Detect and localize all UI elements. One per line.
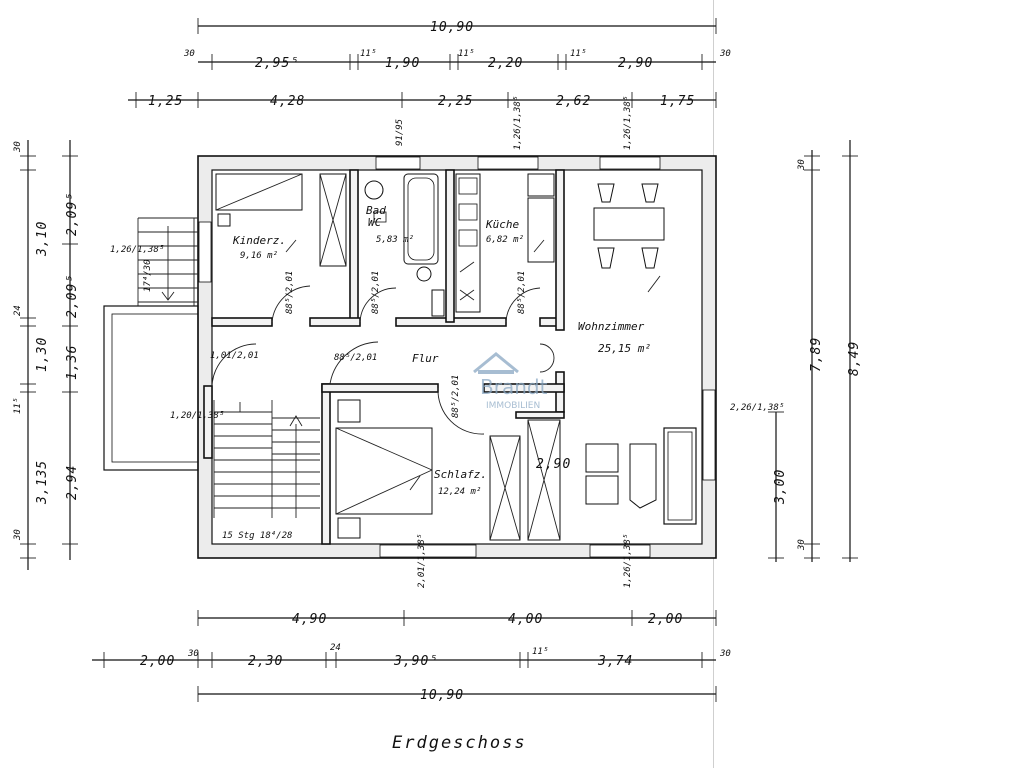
dim-top-30-left: 30 [183,49,195,59]
dim-top-115-b: 11⁵ [458,49,474,59]
dim-bottom-3905: 3,90⁵ [393,654,438,669]
dim-top-30-right: 30 [719,49,731,59]
room-kinderz: Kinderz. 9,16 m² [215,173,347,267]
room-area-bad: 5,83 m² [376,235,414,245]
room-label-wohnzimmer: Wohnzimmer [578,320,645,333]
window-label-left-upper: 1,26/1,38⁵ [110,245,164,255]
dim-top-225: 2,25 [438,94,473,109]
window-label-bottom-left: 2,01/1,38⁵ [417,534,427,588]
dim-left-30-bottom: 30 [13,529,23,541]
side-window-labels: 1,26/1,38⁵ 1,20/1,38⁵ 2,26/1,38⁵ 2,01/1,… [110,245,784,588]
room-bad: Bad WC 5,83 m² [364,173,445,317]
room-area-kueche: 6,82 m² [486,235,524,245]
dim-bottom-24: 24 [330,643,341,653]
dim-left-2095-b: 2,09⁵ [65,274,80,318]
dim-top-262: 2,62 [556,94,591,109]
top-window-labels: 91/95 1,26/1,38⁵ 1,26/1,38⁵ [395,96,633,150]
window-label-left-lower: 1,20/1,38⁵ [170,411,224,421]
dim-right-30-top: 30 [797,159,807,171]
room-kueche: Küche 6,82 m² [455,173,555,313]
building-walls [197,155,717,559]
door-label-schlafz: 88⁵/2,01 [451,375,461,418]
dim-left-310: 3,10 [35,221,50,257]
dim-bottom-115: 11⁵ [532,647,548,657]
dim-bottom-490: 4,90 [292,612,327,627]
wohn-inner-dim: 2,90 [536,457,571,472]
dim-top-290: 2,90 [618,56,653,71]
dim-right-30-bottom: 30 [797,539,807,551]
room-label-bad: Bad [366,204,386,217]
dim-left-2095-a: 2,09⁵ [65,192,80,236]
plan-title: Erdgeschoss [392,733,527,753]
doors: 88⁵/2,01 88⁵/2,01 88⁵/2,01 88⁵/2,01 88⁵/… [210,271,541,435]
dim-bottom-30-left: 30 [187,649,199,659]
room-area-kinderz: 9,16 m² [240,251,278,261]
window-label-bad: 91/95 [395,119,405,146]
outdoor-stair-label: 17⁴/30 [143,259,153,292]
watermark-brand: Brandt [480,375,548,399]
door-label-stair: 1,01/2,01 [210,351,259,361]
stair-label: 15 Stg 18⁴/28 [222,531,292,541]
dim-top-190: 1,90 [385,56,420,71]
door-label-flur: 88⁵/2,01 [334,353,377,363]
dim-right-300: 3,00 [773,469,788,505]
room-schlafz: Schlafz. 12,24 m² [335,399,521,541]
window-label-right: 2,26/1,38⁵ [730,403,784,413]
dim-left-115: 11⁵ [13,398,23,414]
watermark-sub: IMMOBILIEN [486,401,540,411]
brandt-logo: Brandt IMMOBILIEN [473,352,548,411]
terrace: 17⁴/30 [103,217,199,471]
dim-top-175: 1,75 [660,94,695,109]
dim-bottom-374: 3,74 [597,654,633,669]
dim-top-115-c: 11⁵ [570,49,586,59]
dim-bottom-total: 10,90 [420,688,464,703]
room-area-wohnzimmer: 25,15 m² [598,342,651,355]
staircase: 15 Stg 18⁴/28 [213,400,320,541]
room-flur: Flur [412,343,555,373]
room-label-kueche: Küche [485,218,519,231]
window-label-kueche: 1,26/1,38⁵ [513,96,523,150]
dim-top-total: 10,90 [430,20,474,35]
door-label-kueche: 88⁵/2,01 [517,271,527,314]
room-area-schlafz: 12,24 m² [438,487,481,497]
room-label-kinderz: Kinderz. [232,234,286,247]
room-label-flur: Flur [412,352,439,365]
dim-top-428: 4,28 [270,94,305,109]
dim-left-24: 24 [13,305,23,316]
dim-right-849: 8,49 [847,341,862,376]
dim-right-789: 7,89 [809,337,824,372]
dim-left-294: 2,94 [65,465,80,500]
left-dimensions: 30 3,10 24 1,30 11⁵ 3,135 30 2,09⁵ 2,09⁵… [13,140,80,570]
dim-top-125: 1,25 [148,94,183,109]
dim-bottom-200b: 2,00 [140,654,175,669]
room-label-wc: WC [368,216,382,229]
dim-bottom-230: 2,30 [248,654,283,669]
window-label-bottom-right: 1,26/1,38⁵ [623,534,633,588]
dim-bottom-200: 2,00 [648,612,683,627]
right-dimensions: 30 7,89 30 3,00 8,49 [768,140,862,562]
top-dimensions: 10,90 30 2,95⁵ 11⁵ 1,90 11⁵ 2,20 11⁵ 2,9… [128,18,731,109]
room-label-schlafz: Schlafz. [434,468,487,481]
dim-left-3135: 3,135 [35,460,50,505]
dim-bottom-400: 4,00 [508,612,543,627]
room-wohnzimmer: Wohnzimmer 25,15 m² 2,90 [527,183,697,541]
door-label-kinderz: 88⁵/2,01 [285,271,295,314]
dim-top-115-a: 11⁵ [360,49,376,59]
dim-left-130: 1,30 [35,337,50,372]
bottom-dimensions: 4,90 4,00 2,00 2,00 30 2,30 24 3,90⁵ 11⁵… [92,610,731,703]
door-label-bad: 88⁵/2,01 [371,271,381,314]
dim-left-30-top: 30 [13,141,23,153]
window-label-wohn: 1,26/1,38⁵ [623,96,633,150]
dim-top-220: 2,20 [488,56,523,71]
dim-bottom-30-right: 30 [719,649,731,659]
dim-top-295: 2,95⁵ [255,56,299,71]
dim-left-136: 1,36 [65,345,80,380]
